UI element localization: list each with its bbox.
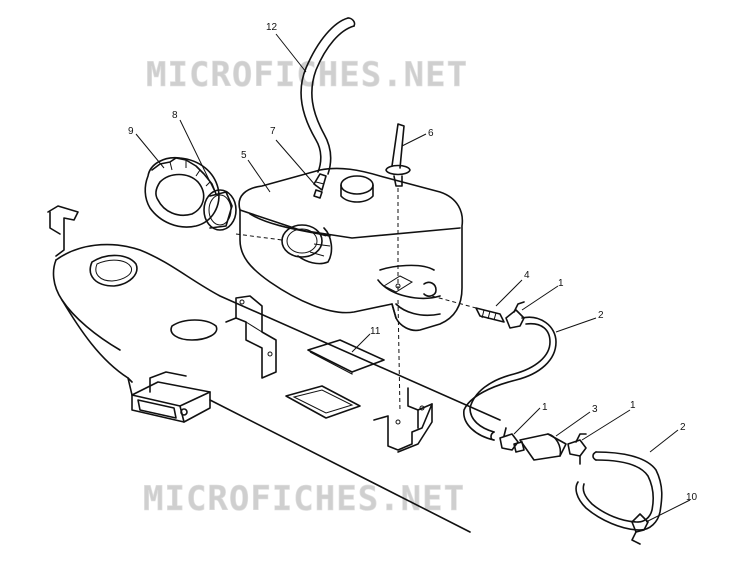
callout-12: 12	[266, 22, 278, 33]
callout-1a: 1	[558, 278, 564, 289]
callout-2b: 2	[680, 422, 686, 433]
hose-clamp-1a	[505, 301, 525, 329]
tank-pad	[307, 339, 385, 375]
tank-bracket-left	[225, 295, 277, 379]
tank-bracket-right	[373, 387, 433, 453]
fuel-valve-4	[475, 307, 505, 323]
alignment-lines	[235, 188, 477, 413]
callout-4: 4	[524, 270, 530, 281]
watermark-bottom: MICROFICHES.NET	[143, 479, 465, 519]
callout-8: 8	[172, 110, 178, 121]
callout-10: 10	[686, 492, 698, 503]
frame-rail	[47, 205, 501, 533]
hose-clamp-1c	[567, 433, 587, 465]
callout-7: 7	[270, 126, 276, 137]
fuel-hose-upper	[463, 316, 557, 441]
vent-fitting	[385, 123, 411, 187]
callout-3: 3	[592, 404, 598, 415]
callout-9: 9	[128, 126, 134, 137]
callout-11: 11	[370, 326, 381, 337]
fuel-tank	[238, 167, 464, 332]
fuel-hose-lower	[575, 451, 663, 531]
callout-2a: 2	[598, 310, 604, 321]
callout-5: 5	[241, 150, 247, 161]
fuel-filter-3	[513, 433, 567, 461]
callout-1c: 1	[630, 400, 636, 411]
leader-lines	[135, 33, 691, 523]
cap-gasket	[203, 189, 237, 231]
callout-1b: 1	[542, 402, 548, 413]
hose-clamp-10	[631, 513, 649, 545]
fuel-cap	[144, 156, 220, 228]
watermark-top: MICROFICHES.NET	[146, 55, 468, 95]
callout-labels: 12 7 6 5 8 9 11 4 1 2 1 3 1 2 10	[128, 22, 698, 503]
callout-6: 6	[428, 128, 434, 139]
vent-hose	[300, 17, 356, 175]
